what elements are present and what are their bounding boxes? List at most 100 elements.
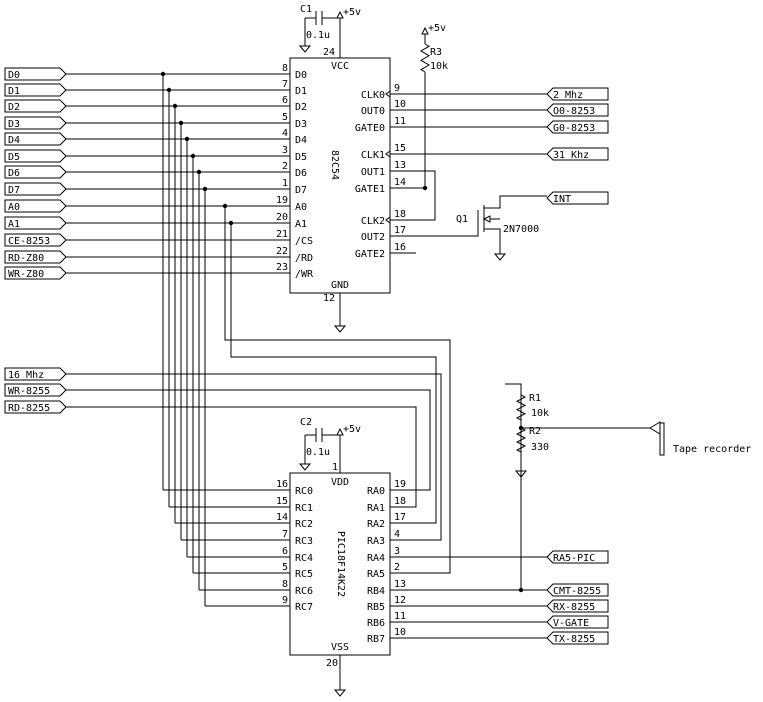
components [4,10,665,697]
pin-number: 18 [394,496,406,507]
port-shape [4,367,67,381]
pin-number: 18 [394,209,406,220]
port-rx-8255 [546,599,609,613]
port-label: A0 [8,202,20,213]
port-shape [4,165,67,179]
pin-number: 20 [326,658,338,669]
component-value: 10k [531,408,549,419]
port-label: D3 [8,119,20,130]
pin-label: D5 [295,152,307,163]
pin-number: 9 [282,595,288,606]
port-o0-8253 [546,103,609,117]
pin-label: RA2 [367,519,385,530]
tape-label: Tape recorder [673,444,751,455]
port-shape [546,631,609,645]
pin-number: 3 [394,546,400,557]
port-tx-8255 [546,631,609,645]
port-ce-8253 [4,233,67,247]
pin-label: GND [331,280,349,291]
port-label: A1 [8,219,20,230]
pin-label: RA5 [367,569,385,580]
port-label: D4 [8,135,20,146]
pin-label: /RD [295,253,313,264]
ground-triangle [298,463,312,471]
labels: 8D07D16D25D34D43D52D61D719A020A121/CS22/… [8,4,751,669]
pin-number: 11 [394,116,406,127]
pin-number: 3 [282,145,288,156]
wire-cmt [505,383,522,590]
pin-label: RB5 [367,602,385,613]
component-value: 330 [531,442,549,453]
port-label: O0-8253 [553,106,595,117]
port-d0 [4,67,67,81]
wire [484,195,547,209]
pin-label: A0 [295,202,307,213]
port-d6 [4,165,67,179]
pin-number: 19 [276,195,288,206]
port-shape [4,266,67,280]
pin-label: D6 [295,168,307,179]
port-label: CE-8253 [8,236,50,247]
pin-label: RB7 [367,634,385,645]
port-d5 [4,149,67,163]
pin-label: RB4 [367,586,385,597]
port-shape [4,199,67,213]
pin-number: 15 [276,496,288,507]
port-shape [4,116,67,130]
port-shape [546,599,609,613]
pin-number: 21 [276,229,288,240]
port-v-gate [546,615,609,629]
pin-number: 2 [394,562,400,573]
pin-label: RA3 [367,536,385,547]
port-shape [546,191,609,205]
port-a0 [4,199,67,213]
component-ref: R1 [529,393,541,404]
ground-symbol [514,465,528,478]
q1-arrow [482,215,491,223]
resistor-r1 [515,394,527,421]
pin-number: 16 [276,479,288,490]
jack-tip [649,421,661,435]
jack-body [659,422,665,456]
ground-symbol [298,40,312,53]
port-shape [4,400,67,414]
port-wr-8255 [4,383,67,397]
pin-number: 19 [394,479,406,490]
pin-number: 5 [282,562,288,573]
port-16-mhz [4,367,67,381]
port-label: INT [553,194,571,205]
port-d7 [4,182,67,196]
pin-number: 8 [282,63,288,74]
pin-label: GATE2 [355,249,385,260]
component-ref: R3 [430,47,442,58]
port-label: D1 [8,86,20,97]
port-label: V-GATE [553,618,589,629]
supply-label: +5v [343,7,361,18]
port-shape [4,132,67,146]
pin-label: GATE1 [355,184,385,195]
ground-symbol [298,458,312,471]
port-d1 [4,83,67,97]
port-d3 [4,116,67,130]
pin-label: VCC [331,61,349,72]
port-label: RD-Z80 [8,253,44,264]
pin-number: 10 [394,627,406,638]
port-d4 [4,132,67,146]
port-shape [4,250,67,264]
pin-label: RC1 [295,503,313,514]
pin-label: CLK0 [361,90,385,101]
pin-label: VSS [331,642,349,653]
port-shape [546,550,609,564]
pin-number: 15 [394,143,406,154]
component-ref: Q1 [456,214,468,225]
component-ref: R2 [529,426,541,437]
port-label: D5 [8,152,20,163]
wire-rd8255 [66,406,417,508]
pin-number: 9 [394,83,400,94]
port-shape [546,147,609,161]
port-label: RX-8255 [553,602,595,613]
wire-a0 [224,206,451,574]
port-rd-z80 [4,250,67,264]
port-label: CMT-8255 [553,586,601,597]
pin-number: 17 [394,225,406,236]
